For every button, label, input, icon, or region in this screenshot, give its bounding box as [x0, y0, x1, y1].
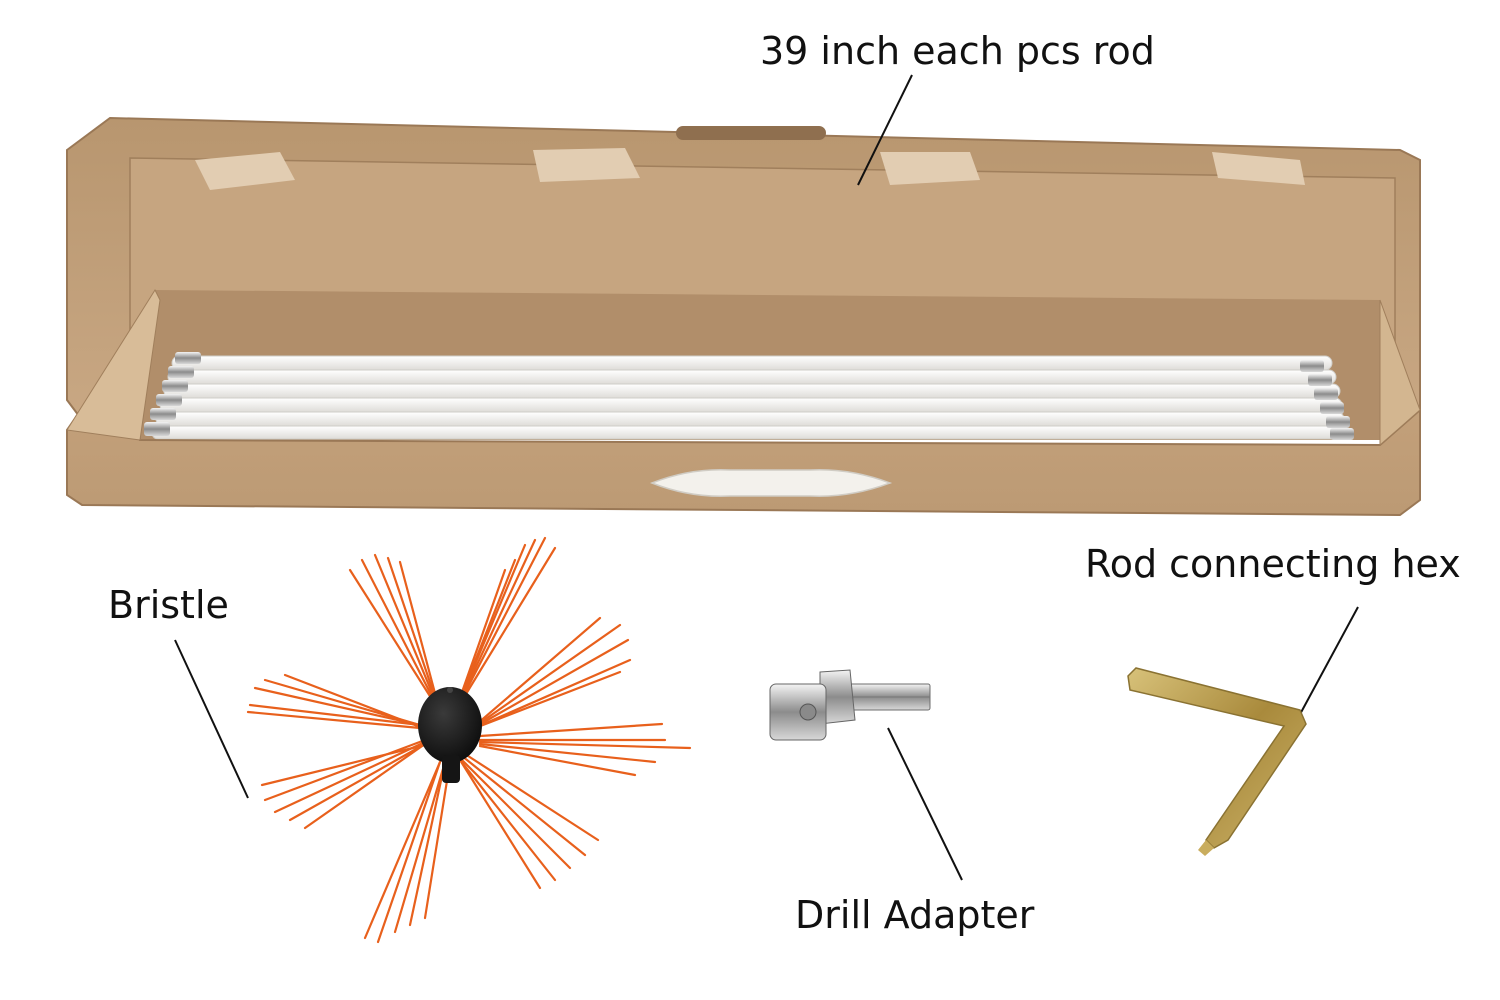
rod [155, 411, 1345, 427]
box-right-flap [1379, 299, 1421, 447]
box-left-flap [66, 288, 161, 441]
rod [167, 369, 1337, 385]
box-handle [649, 469, 893, 497]
rod-fittings-right [1300, 360, 1354, 440]
rod-label: 39 inch each pcs rod [760, 29, 1155, 73]
rod [151, 425, 1347, 440]
hex-key [1127, 667, 1307, 856]
pointer-line-bristle [174, 639, 249, 799]
cardboard-box [66, 116, 1421, 517]
pointer-line-drill [887, 727, 963, 881]
bristle-label: Bristle [108, 583, 229, 627]
lid-handle-slot [676, 126, 826, 140]
drill-adapter-label: Drill Adapter [795, 893, 1035, 937]
pointer-line-hex [1297, 606, 1359, 719]
rod-fittings-left [144, 352, 201, 436]
lid-tab-4 [1212, 152, 1305, 185]
drill-adapter [769, 669, 931, 741]
adapter-head [769, 683, 827, 741]
rod [163, 383, 1341, 399]
pointer-line-rod [857, 74, 913, 186]
rod [159, 397, 1343, 413]
lid-tab-3 [880, 152, 980, 185]
hex-key-body [1127, 667, 1307, 849]
lid-tab-1 [195, 152, 295, 190]
rod [171, 355, 1333, 371]
hex-label: Rod connecting hex [1085, 542, 1461, 586]
rods-bundle [151, 355, 1347, 440]
lid-tab-2 [533, 148, 640, 182]
bristle-brush [246, 536, 692, 944]
bristle-hub [418, 687, 482, 783]
hex-key-tip [1198, 840, 1214, 856]
